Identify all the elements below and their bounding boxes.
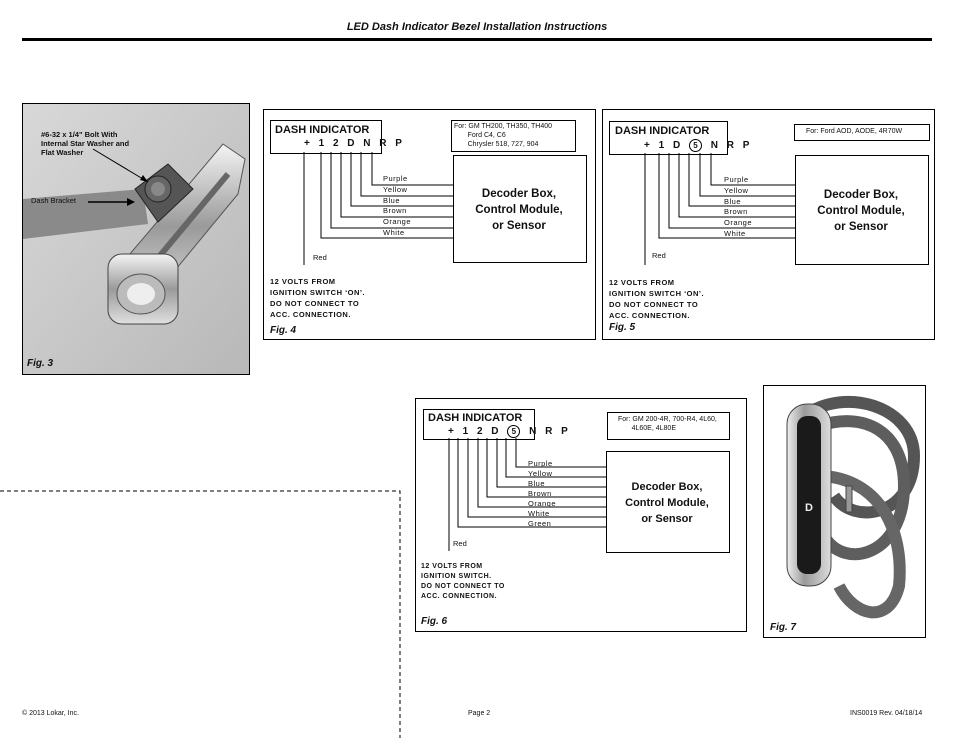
fig5-pins-suffix: N R P bbox=[710, 140, 753, 151]
fig4-dash-title: DASH INDICATOR bbox=[275, 124, 370, 136]
fig5-label: Fig. 5 bbox=[609, 322, 636, 333]
fig5-wire-blue: Blue bbox=[724, 197, 742, 206]
fig5-decoder-box bbox=[795, 155, 929, 265]
fig4-wire-orange: Orange bbox=[383, 217, 412, 226]
fig7-panel: D Fig. 7 bbox=[763, 385, 926, 638]
fig6-wire-green: Green bbox=[528, 519, 552, 528]
fig7-label: Fig. 7 bbox=[770, 622, 797, 633]
fig6-dash-title: DASH INDICATOR bbox=[428, 412, 523, 424]
fig5-for-box bbox=[794, 124, 930, 141]
fig5-decoder-line3: or Sensor bbox=[834, 221, 888, 233]
fig4-wire-yellow: Yellow bbox=[383, 185, 408, 194]
fig6-label: Fig. 6 bbox=[421, 616, 448, 627]
fig6-pins-suffix: N R P bbox=[529, 426, 571, 437]
fig5-wiring bbox=[644, 153, 795, 265]
footer-page: Page 2 bbox=[468, 710, 491, 717]
fig4-decoder-label: Decoder Box, Control Module, or Sensor bbox=[453, 186, 585, 234]
fig3-label: Fig. 3 bbox=[27, 358, 54, 369]
fig5-wire-yellow: Yellow bbox=[724, 186, 749, 195]
fig5-pin-labels: + 1 D 5 N R P bbox=[644, 139, 752, 152]
fig5-wire-white: White bbox=[724, 229, 746, 238]
footer-revision: INS0019 Rev. 04/18/14 bbox=[850, 710, 923, 717]
fig3-bracket-photo bbox=[23, 104, 249, 374]
fig4-for-text: For: GM TH200, TH350, TH400 Ford C4, C6 … bbox=[454, 123, 553, 148]
fig6-wire-orange: Orange bbox=[528, 499, 557, 508]
fig6-wire-yellow: Yellow bbox=[528, 469, 553, 478]
fig4-decoder-line1: Decoder Box, bbox=[481, 188, 557, 200]
footer-copyright: © 2013 Lokar, Inc. bbox=[22, 710, 79, 717]
fig6-decoder-line2: Control Module, bbox=[625, 497, 709, 509]
fig4-wire-brown: Brown bbox=[383, 206, 407, 215]
fig4-label: Fig. 4 bbox=[270, 325, 297, 336]
fig4-decoder-line3: or Sensor bbox=[492, 220, 546, 232]
fig6-decoder-box bbox=[606, 451, 730, 553]
fig5-note: 12 VOLTS FROM IGNITION SWITCH ‘ON’. DO N… bbox=[609, 278, 705, 320]
fig6-pin-labels: + 1 2 D 5 N R P bbox=[448, 425, 571, 438]
fig6-decoder-line1: Decoder Box, bbox=[631, 481, 703, 493]
fig3-bolt-callout: #6-32 x 1/4" Bolt With Internal Star Was… bbox=[41, 130, 130, 157]
fig4-red-label: Red bbox=[313, 253, 327, 262]
fig4-decoder-line2: Control Module, bbox=[475, 204, 563, 216]
fig4-wire-purple: Purple bbox=[383, 174, 408, 183]
fig6-decoder-label: Decoder Box, Control Module, or Sensor bbox=[606, 479, 728, 527]
fig5-wire-purple: Purple bbox=[724, 175, 749, 184]
fig5-pin-circled: 5 bbox=[688, 139, 702, 152]
fig5-dash-title: DASH INDICATOR bbox=[615, 125, 710, 137]
fig6-for-box bbox=[607, 412, 730, 440]
fig4-dash-indicator-box bbox=[270, 120, 382, 154]
fig4-pin-labels: + 1 2 D N R P bbox=[304, 138, 405, 149]
fig5-pins-prefix: + 1 D bbox=[644, 140, 684, 151]
fig6-pins-prefix: + 1 2 D bbox=[448, 426, 502, 437]
fig6-red-label: Red bbox=[453, 539, 467, 548]
fig4-wire-white: White bbox=[383, 228, 405, 237]
fig4-wiring bbox=[303, 152, 453, 265]
fig6-wire-white: White bbox=[528, 509, 550, 518]
fig6-wire-blue: Blue bbox=[528, 479, 546, 488]
fig4-note: 12 VOLTS FROM IGNITION SWITCH ‘ON’. DO N… bbox=[270, 277, 366, 319]
fig4-panel: DASH INDICATOR + 1 2 D N R P For: GM TH2… bbox=[263, 109, 596, 340]
fig4-for-box bbox=[451, 120, 576, 152]
fig5-wire-brown: Brown bbox=[724, 207, 748, 216]
header-rule bbox=[22, 38, 932, 41]
fig5-for-text: For: Ford AOD, AODE, 4R70W bbox=[806, 128, 903, 135]
fig5-panel: DASH INDICATOR + 1 D 5 N R P For: Ford A… bbox=[602, 109, 935, 340]
fig6-panel: DASH INDICATOR + 1 2 D 5 N R P For: GM 2… bbox=[415, 398, 747, 632]
fig6-pin-circled: 5 bbox=[507, 425, 521, 438]
fig4-decoder-box bbox=[453, 155, 587, 263]
fig3-bracket-callout: Dash Bracket bbox=[31, 196, 77, 205]
fig6-for-text: For: GM 200-4R, 700-R4, 4L60, 4L60E, 4L8… bbox=[618, 416, 717, 432]
fig6-wire-purple: Purple bbox=[528, 459, 553, 468]
fig6-decoder-line3: or Sensor bbox=[641, 513, 693, 525]
fig7-bezel-photo: D bbox=[764, 386, 925, 637]
fig5-wire-orange: Orange bbox=[724, 218, 753, 227]
fig6-wire-brown: Brown bbox=[528, 489, 552, 498]
fig7-bezel-letter: D bbox=[805, 502, 813, 514]
fig6-wiring bbox=[448, 438, 606, 551]
page-header-title: LED Dash Indicator Bezel Installation In… bbox=[346, 21, 608, 33]
fig5-red-label: Red bbox=[652, 251, 666, 260]
fig5-decoder-line1: Decoder Box, bbox=[823, 189, 899, 201]
fig4-wire-blue: Blue bbox=[383, 196, 401, 205]
fig6-note: 12 VOLTS FROM IGNITION SWITCH. DO NOT CO… bbox=[421, 563, 505, 600]
fig5-decoder-line2: Control Module, bbox=[817, 205, 905, 217]
fig5-dash-indicator-box bbox=[609, 121, 728, 155]
fig3-panel: #6-32 x 1/4" Bolt With Internal Star Was… bbox=[22, 103, 250, 375]
fig5-decoder-label: Decoder Box, Control Module, or Sensor bbox=[795, 187, 927, 235]
